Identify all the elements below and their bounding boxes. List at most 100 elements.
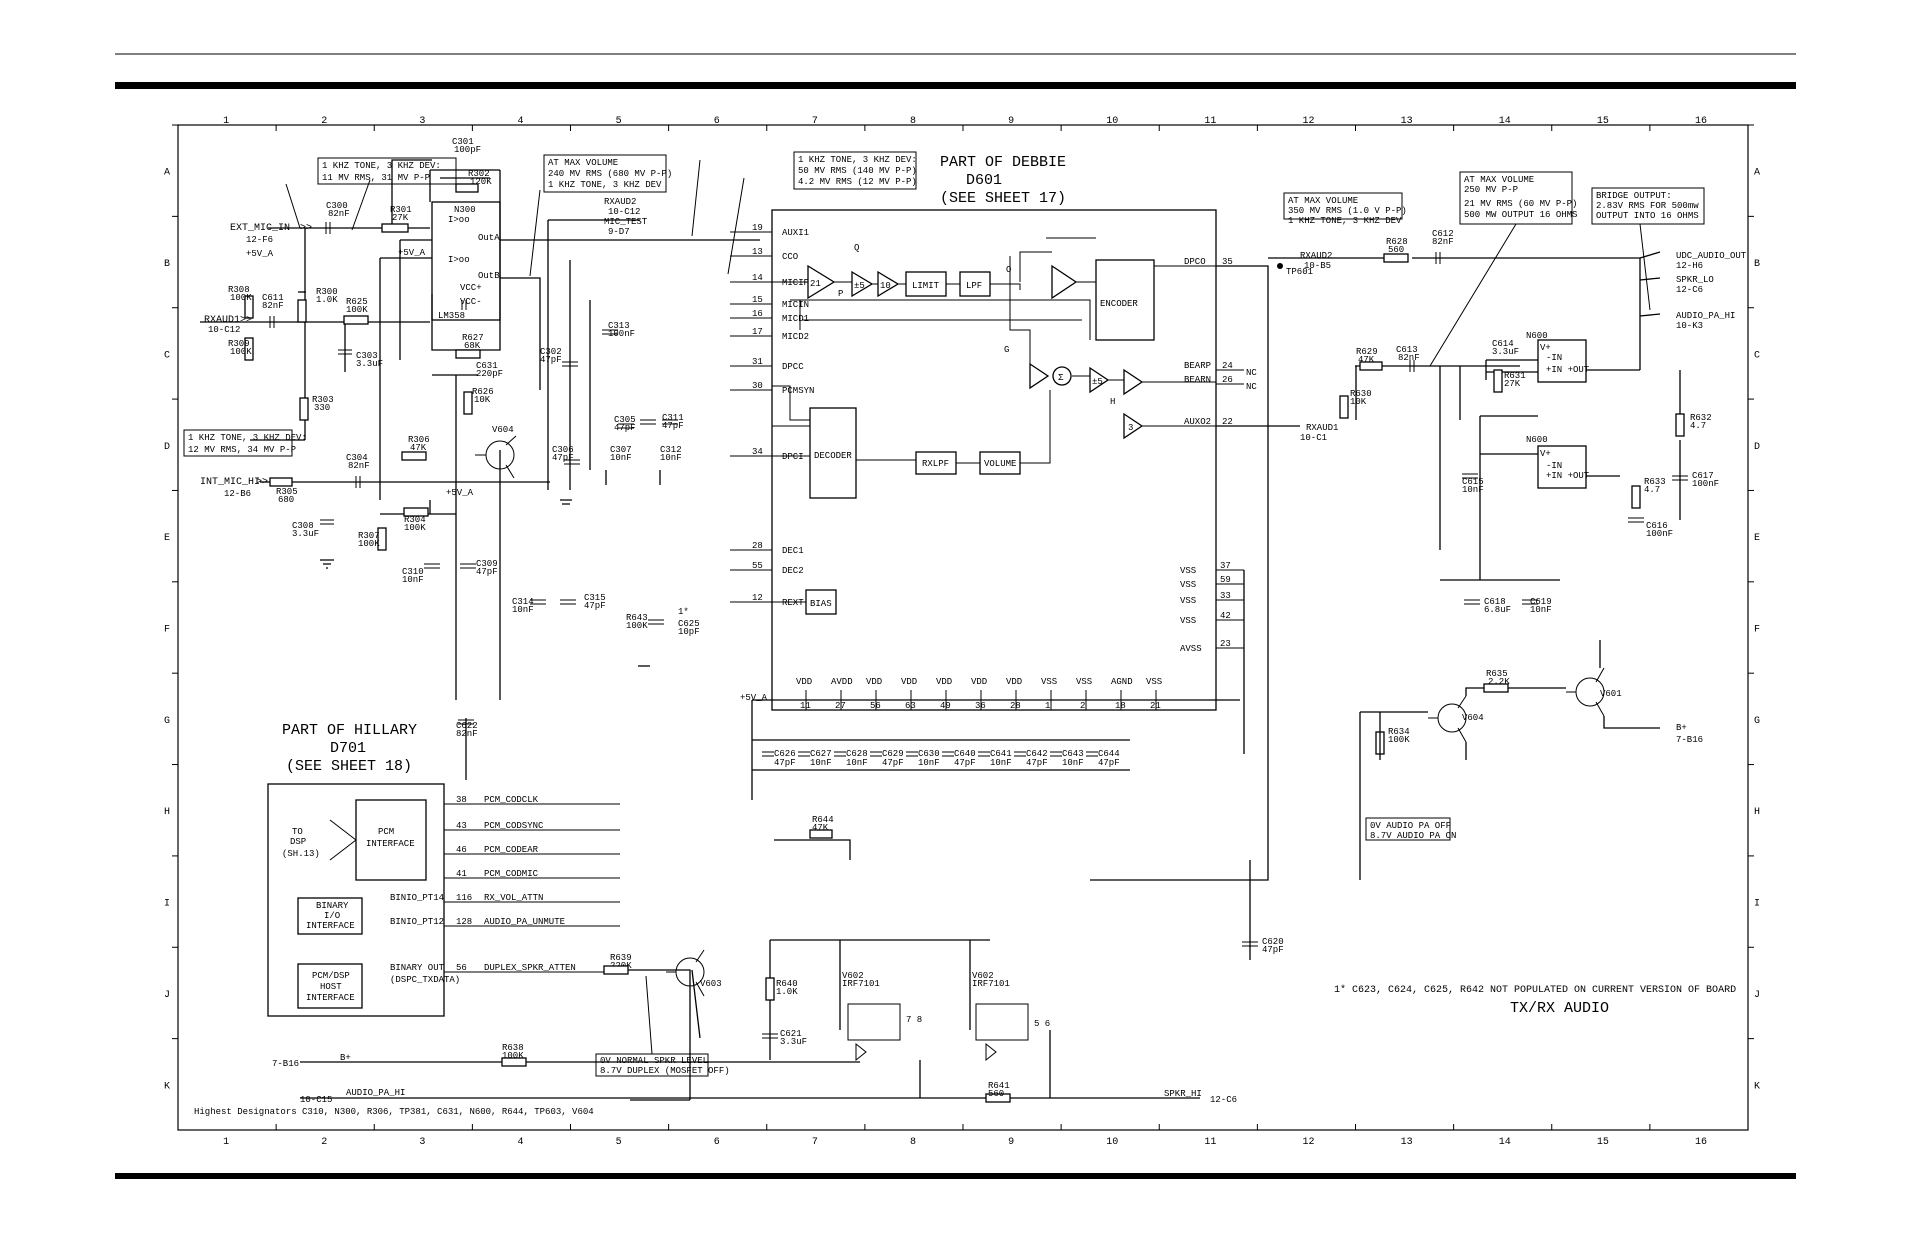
svg-text:LPF: LPF: [966, 281, 982, 291]
svg-text:82nF: 82nF: [328, 209, 350, 219]
svg-text:C305: C305: [614, 415, 636, 425]
grid-row-right: I: [1754, 899, 1760, 910]
svg-text:10pF: 10pF: [678, 627, 700, 637]
supply-pin-number: 18: [1115, 701, 1126, 711]
svg-text:3.3uF: 3.3uF: [292, 529, 319, 539]
svg-text:7 8: 7 8: [906, 1015, 922, 1025]
svg-text:V+: V+: [1540, 343, 1551, 353]
svg-text:8.7V DUPLEX (MOSFET OFF): 8.7V DUPLEX (MOSFET OFF): [600, 1066, 730, 1076]
svg-text:C631: C631: [476, 361, 498, 371]
svg-text:100K: 100K: [502, 1051, 524, 1061]
grid-row-right: H: [1754, 807, 1760, 818]
grid-row-right: E: [1754, 533, 1760, 544]
svg-text:G: G: [1004, 345, 1009, 355]
supply-pin-name: VDD: [1006, 677, 1022, 687]
svg-text:4.7: 4.7: [1690, 421, 1706, 431]
svg-text:82nF: 82nF: [456, 729, 478, 739]
svg-text:C618: C618: [1484, 597, 1506, 607]
svg-text:R627: R627: [462, 333, 484, 343]
supply-cap-value: 10nF: [810, 758, 832, 768]
footnote: 1* C623, C624, C625, R642 NOT POPULATED …: [1334, 984, 1736, 996]
supply-pin-number: 1: [1045, 701, 1050, 711]
svg-text:-IN: -IN: [1546, 461, 1562, 471]
rxaud1-out-ref: 10-C1: [1300, 433, 1327, 443]
grid-col-bottom: 7: [812, 1137, 818, 1148]
debbie-pin-name: AUXI1: [782, 228, 809, 238]
svg-text:47pF: 47pF: [614, 423, 636, 433]
debbie-pin-number: 17: [752, 327, 763, 337]
svg-text:BINARY: BINARY: [316, 901, 349, 911]
svg-text:IRF7101: IRF7101: [972, 979, 1010, 989]
audio-pa-hi-label: AUDIO_PA_HI: [1676, 311, 1735, 321]
svg-text:240 MV RMS (680 MV P-P): 240 MV RMS (680 MV P-P): [548, 169, 672, 179]
debbie-pin-number: 30: [752, 381, 763, 391]
svg-text:47pF: 47pF: [1262, 945, 1284, 955]
svg-text:100K: 100K: [1388, 735, 1410, 745]
supply-cap-value: 47pF: [954, 758, 976, 768]
svg-text:R639: R639: [610, 953, 632, 963]
svg-text:C302: C302: [540, 347, 562, 357]
svg-text:C615: C615: [1462, 477, 1484, 487]
plus5a-left-3: +5V_A: [446, 488, 474, 498]
supply-pin-name: VSS: [1076, 677, 1092, 687]
supply-cap-ref: C643: [1062, 749, 1084, 759]
svg-text:10K: 10K: [1350, 397, 1367, 407]
hillary-part-title: PART OF HILLARY: [282, 722, 417, 739]
right-section: AT MAX VOLUME 350 MV RMS (1.0 V P-P) 1 K…: [1090, 171, 1747, 881]
mic-amp-section: N300 LM358 OutA OutB VCC+ VCC- I>oo I>oo: [200, 137, 760, 700]
supply-caps: C62647pFC62710nFC62810nFC62947pFC63010nF…: [456, 570, 1284, 960]
svg-text:C313: C313: [608, 321, 630, 331]
svg-text:OUTPUT INTO 16 OHMS: OUTPUT INTO 16 OHMS: [1596, 211, 1699, 221]
vss-pin-name: AVSS: [1180, 644, 1202, 654]
svg-text:C620: C620: [1262, 937, 1284, 947]
svg-text:R306: R306: [408, 435, 430, 445]
svg-text:10: 10: [880, 281, 891, 291]
svg-text:>>: >>: [300, 223, 312, 234]
svg-text:IRF7101: IRF7101: [842, 979, 880, 989]
grid-col-top: 7: [812, 116, 818, 127]
rxaud2-out-label: RXAUD2: [604, 197, 636, 207]
rxaud2-in-label: RXAUD2: [1300, 251, 1332, 261]
audio-pa-in-ref: 10-C15: [300, 1095, 332, 1105]
note-boxes-left: 1 KHZ TONE, 3 KHZ DEV: 11 MV RMS, 31 MV …: [183, 151, 917, 457]
svg-text:Σ: Σ: [1058, 373, 1064, 383]
svg-text:1.0K: 1.0K: [316, 295, 338, 305]
svg-text:V601: V601: [1600, 689, 1622, 699]
svg-text:82nF: 82nF: [1432, 237, 1454, 247]
audio-pa-in-label: AUDIO_PA_HI: [346, 1088, 405, 1098]
svg-text:LIMIT: LIMIT: [912, 281, 940, 291]
grid-col-bottom: 4: [517, 1137, 523, 1148]
debbie-right-pin-name: BEARP: [1184, 361, 1211, 371]
debbie-pin-number: 28: [752, 541, 763, 551]
svg-text:R641: R641: [988, 1081, 1010, 1091]
n300-type: LM358: [438, 311, 465, 321]
svg-text:R640: R640: [776, 979, 798, 989]
svg-text:C315: C315: [584, 593, 606, 603]
grid-col-top: 4: [517, 116, 523, 127]
debbie-pin-number: 14: [752, 273, 763, 283]
supply-cap-value: 47pF: [882, 758, 904, 768]
hillary-signal-name: DUPLEX_SPKR_ATTEN: [484, 963, 576, 973]
svg-text:560: 560: [1388, 245, 1404, 255]
svg-text:BRIDGE OUTPUT:: BRIDGE OUTPUT:: [1596, 191, 1672, 201]
svg-text:10nF: 10nF: [660, 453, 682, 463]
svg-text:100pF: 100pF: [454, 145, 481, 155]
debbie-pin-name: PCMSYN: [782, 386, 814, 396]
bplus-right-label: B+: [1676, 723, 1687, 733]
pcm-interface-block: [355, 799, 427, 881]
hillary-signal-name: AUDIO_PA_UNMUTE: [484, 917, 565, 927]
n300-ref: N300: [454, 205, 476, 215]
grid-col-bottom: 3: [419, 1137, 425, 1148]
svg-text:10nF: 10nF: [1530, 605, 1552, 615]
svg-text:2.83V RMS FOR 500mw: 2.83V RMS FOR 500mw: [1596, 201, 1699, 211]
svg-text:I>oo: I>oo: [448, 215, 470, 225]
debbie-ref: D601: [966, 172, 1002, 189]
supply-cap-ref: C628: [846, 749, 868, 759]
svg-text:10nF: 10nF: [402, 575, 424, 585]
n600-amp-a: [1537, 339, 1587, 383]
supply-cap-ref: C626: [774, 749, 796, 759]
svg-text:±5: ±5: [1092, 377, 1103, 387]
hillary-signal-name: PCM_CODMIC: [484, 869, 539, 879]
svg-text:R631: R631: [1504, 371, 1526, 381]
svg-text:5 6: 5 6: [1034, 1019, 1050, 1029]
